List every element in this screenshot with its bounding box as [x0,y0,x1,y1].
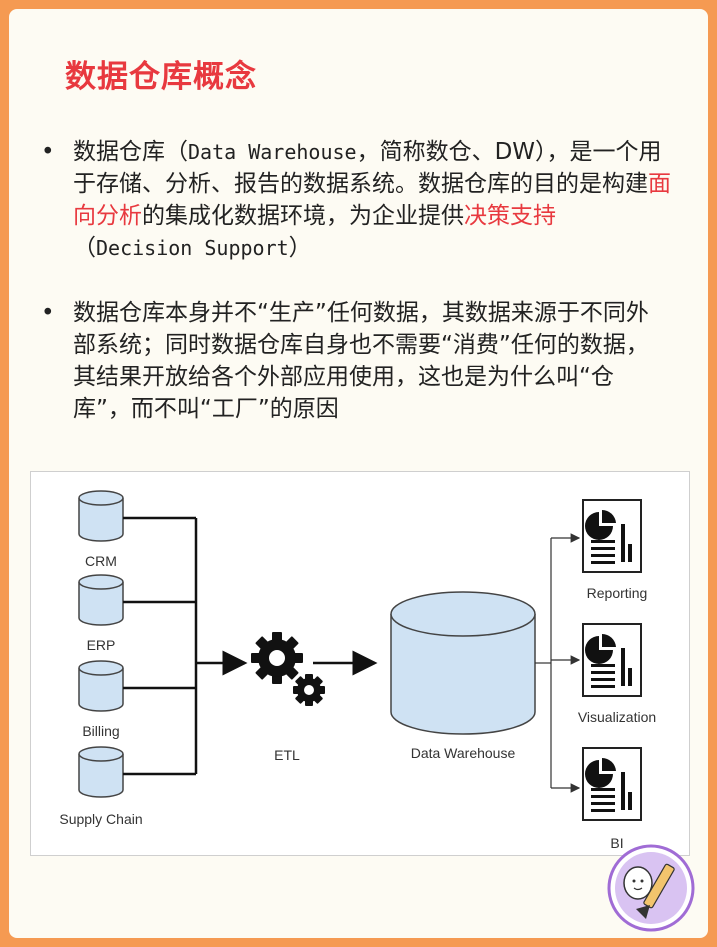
gear-icon [251,632,325,706]
database-icon [78,668,124,712]
source-label-billing: Billing [82,723,119,739]
bullet-item-2: • 数据仓库本身并不“生产”任何数据，其数据来源于不同外部系统；同时数据仓库自身… [41,297,671,427]
page-title: 数据仓库概念 [65,59,257,95]
output-connectors [535,533,581,793]
bullet1-part6: Decision Support [96,236,289,260]
report-icon [582,747,642,821]
bullet-item-1: • 数据仓库（Data Warehouse，简称数仓、DW），是一个用于存储、分… [41,136,671,266]
etl-label: ETL [274,747,300,763]
report-icon [582,623,642,697]
output-label-visualization: Visualization [578,709,656,725]
page-card: 数据仓库概念 • 数据仓库（Data Warehouse，简称数仓、DW），是一… [9,9,708,938]
diagram-svg: CRM ERP Billing Supply Chain [59,490,656,851]
bullet-text-1: 数据仓库（Data Warehouse，简称数仓、DW），是一个用于存储、分析、… [73,136,671,264]
bullet1-part2: Data Warehouse [188,140,357,164]
output-label-reporting: Reporting [587,585,648,601]
bullet1-part7: ） [288,235,312,261]
output-label-bi: BI [610,835,623,851]
bullet-dot: • [41,300,55,326]
source-crm: CRM [78,490,124,569]
source-label-supply-chain: Supply Chain [59,811,142,827]
source-label-crm: CRM [85,553,117,569]
warehouse-label: Data Warehouse [411,745,516,761]
bullet1-part1: 数据仓库（ [73,139,188,165]
bullet1-part3: ，简称数仓、DW），是一个用于存储、分析、报告的数据系统。数据仓库的目的是构建 [73,139,662,197]
bullet-dot: • [41,139,55,165]
highlight-decision: 决策支持 [464,203,556,229]
database-icon [78,582,124,626]
warehouse-cylinder [390,591,536,735]
database-icon [78,754,124,798]
avatar-sticker-icon [607,844,695,932]
bullet1-part4: 的集成化数据环境，为企业提供 [142,203,464,229]
database-icon [78,498,124,542]
source-connectors [123,516,248,776]
source-erp: ERP [78,574,124,653]
highlight-analysis: 面向分析 [73,171,671,229]
source-label-erp: ERP [87,637,116,653]
report-icon [582,499,642,573]
data-warehouse-diagram: CRM ERP Billing Supply Chain [30,471,690,856]
source-billing: Billing [78,660,124,739]
bullet1-part5: （ [73,235,96,261]
database-icon [390,614,536,735]
source-supply-chain: Supply Chain [59,746,143,827]
bullet-text-2: 数据仓库本身并不“生产”任何数据，其数据来源于不同外部系统；同时数据仓库自身也不… [73,300,649,422]
